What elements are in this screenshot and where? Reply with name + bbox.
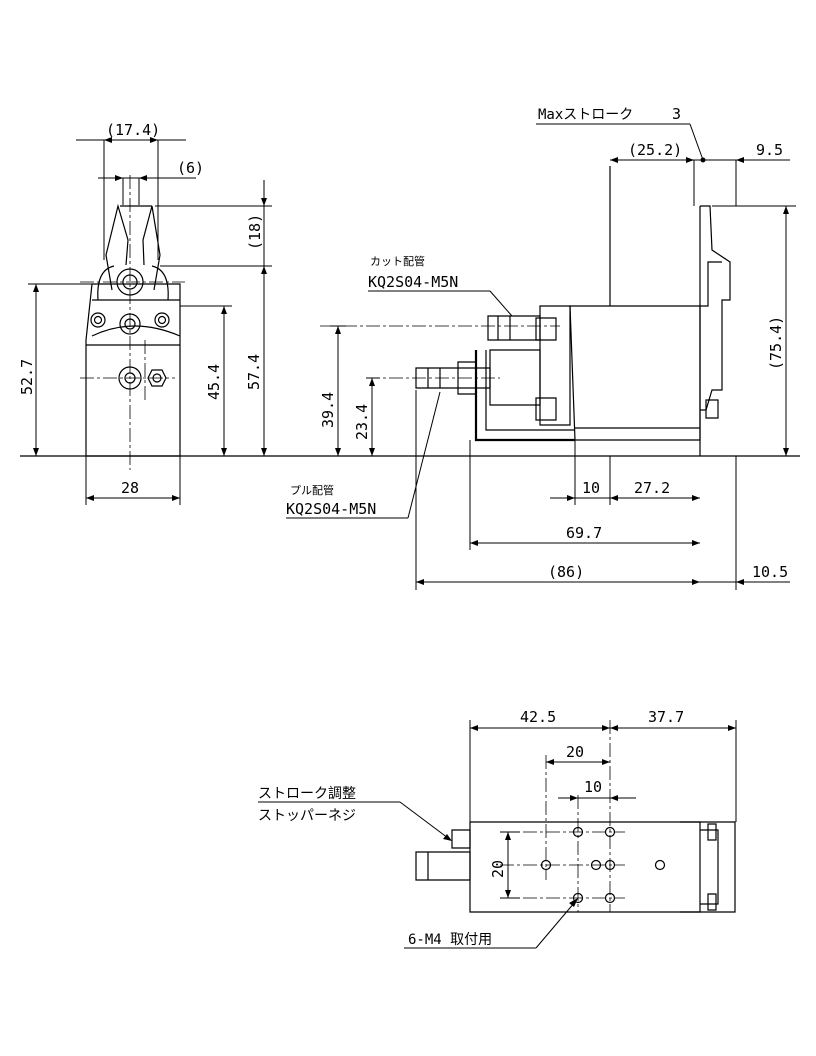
cut-port-label: カット配管 (370, 254, 425, 268)
cut-port-part: KQ2S04-M5N (368, 273, 458, 291)
dim-right-height: 57.4 (245, 354, 263, 390)
dim-top-left: (25.2) (628, 141, 682, 159)
mount-label: 6-M4 取付用 (408, 932, 492, 948)
max-stroke-label: Maxストローク (538, 107, 633, 123)
dim-bottom-right: 10.5 (752, 563, 788, 581)
dim-right-height: (75.4) (767, 316, 785, 370)
dim-vertical-20: 20 (489, 860, 507, 878)
dim-bottom-a: 10 (582, 479, 600, 497)
stroke-screw-line2: ストッパーネジ (258, 808, 356, 824)
screw-icon (90, 312, 106, 328)
pull-port-label: プル配管 (290, 483, 334, 497)
dim-jaw-height: (18) (246, 214, 264, 250)
dim-bottom-b: 27.2 (634, 479, 670, 497)
dim-bottom-c: 69.7 (566, 524, 602, 542)
dim-width-right: 37.7 (648, 708, 684, 726)
dim-pitch-10: 10 (584, 778, 602, 796)
dim-top-right: 9.5 (756, 141, 783, 159)
dim-base-width: 28 (121, 479, 139, 497)
screw-icon (154, 312, 170, 328)
front-view: (17.4) (6) (18) 52.7 45.4 57.4 (18, 121, 272, 505)
pin-hole-icon (654, 859, 666, 871)
max-stroke-value: 3 (672, 105, 681, 123)
dim-bottom-total: (86) (548, 563, 584, 581)
dim-width-left: 42.5 (520, 708, 556, 726)
stroke-screw-line1: ストローク調整 (258, 786, 356, 802)
dim-top-width: (17.4) (106, 121, 160, 139)
dim-left-lower: 23.4 (353, 404, 371, 440)
dim-mid-height: 45.4 (205, 364, 223, 400)
dim-left-upper: 39.4 (319, 392, 337, 428)
dim-jaw-gap: (6) (177, 159, 204, 177)
dim-pitch-20: 20 (566, 743, 584, 761)
bottom-view: 42.5 37.7 20 10 20 ストローク調整 ストッパーネジ 6-M4 … (258, 708, 737, 949)
dim-left-height: 52.7 (18, 359, 36, 395)
pull-port-part: KQ2S04-M5N (286, 500, 376, 518)
side-view: Maxストローク 3 (25.2) 9.5 (75.4) 39.4 23.4 カ… (286, 105, 796, 590)
